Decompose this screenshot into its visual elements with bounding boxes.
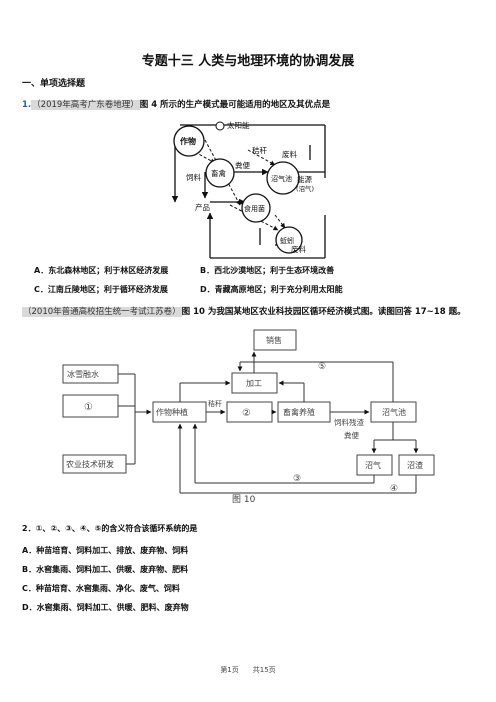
page-footer: 第1页 共15页 — [220, 666, 276, 674]
option-a[interactable]: A．东北森林地区；利于林区经济发展 — [34, 266, 169, 275]
label-circle-3: ③ — [293, 474, 301, 484]
q2-option-d[interactable]: D．水窖集雨、饲料加工、供暖、肥料、废弃物 — [22, 603, 189, 612]
page-title: 专题十三 人类与地理环境的协调发展 — [141, 54, 355, 69]
label-waste-1: 废料 — [282, 149, 297, 159]
label-sun: 太阳能 — [227, 120, 250, 130]
node-crop: 作物 — [180, 136, 196, 146]
box-crop-planting: 作物种植 — [156, 407, 188, 417]
option-b[interactable]: B．西北沙漠地区；利于生态环境改善 — [200, 266, 335, 275]
label-waste-2: 废料 — [291, 244, 306, 254]
q2-option-b[interactable]: B．水窖集雨、饲料加工、供暖、废弃物、肥料 — [22, 565, 189, 574]
node-biogas: 沼气池 — [271, 174, 292, 183]
option-c[interactable]: C．江南丘陵地区；利于循环经济发展 — [34, 285, 168, 294]
question-2-stem: 2．①、②、③、④、⑤的含义符合该循环系统的是 — [22, 524, 198, 533]
question-number: 1. — [22, 100, 32, 110]
box-processing: 加工 — [246, 378, 262, 388]
label-product: 产品 — [195, 202, 210, 212]
box-agri-research: 农业技术研发 — [66, 459, 114, 469]
node-livestock: 畜禽 — [211, 168, 226, 178]
box-snow-melt: 冰雪融水 — [67, 369, 99, 379]
q2-option-c[interactable]: C．种苗培育、水窖集雨、净化、废气、饲料 — [22, 584, 180, 593]
question-1: 1.（2019年高考广东卷地理）图 4 所示的生产模式最可能适用的地区及其优点是 — [22, 98, 330, 110]
box-biogas-pool: 沼气池 — [382, 407, 406, 417]
box-residue: 沼渣 — [407, 460, 423, 470]
question-stem: 图 4 所示的生产模式最可能适用的地区及其优点是 — [139, 100, 331, 110]
label-manure: 粪便 — [344, 430, 359, 440]
label-straw: 秸秆 — [252, 145, 267, 155]
label-feed: 饲料 — [186, 172, 201, 182]
box-biogas: 沼气 — [365, 460, 381, 470]
passage-text: 图 10 为我国某地区农业科技园区循环经济模式图。读图回答 17~18 题。 — [181, 307, 466, 317]
option-d[interactable]: D．青藏高原地区；利于充分利用太阳能 — [200, 285, 343, 294]
label-straw: 秸秆 — [208, 399, 222, 408]
label-circle-5: ⑤ — [318, 362, 326, 372]
label-circle-4: ④ — [390, 484, 398, 494]
box-livestock: 畜禽养殖 — [283, 407, 315, 417]
question-source-tag: （2019年高考广东卷地理） — [31, 100, 140, 110]
passage-source-tag: （2010年普通高校招生统一考试江苏卷） — [22, 307, 182, 317]
box-circle-2: ② — [242, 408, 251, 419]
section-heading: 一、单项选择题 — [22, 79, 86, 89]
node-earthworm: 蚯蚓 — [280, 236, 294, 245]
q2-option-a[interactable]: A．种苗培育、饲料加工、排放、废弃物、饲料 — [22, 546, 189, 555]
label-manure: 粪便 — [235, 160, 250, 170]
box-circle-1: ① — [84, 402, 93, 413]
node-mushroom: 食用菌 — [244, 204, 265, 213]
figure-caption: 图 10 — [232, 494, 256, 505]
label-energy: 能源 — [297, 174, 312, 184]
passage: （2010年普通高校招生统一考试江苏卷）图 10 为我国某地区农业科技园区循环经… — [22, 305, 466, 317]
label-energy-sub: (沼气) — [296, 184, 314, 193]
label-feed-residue: 饲料残渣 — [334, 417, 364, 427]
box-sales: 销售 — [266, 335, 282, 345]
